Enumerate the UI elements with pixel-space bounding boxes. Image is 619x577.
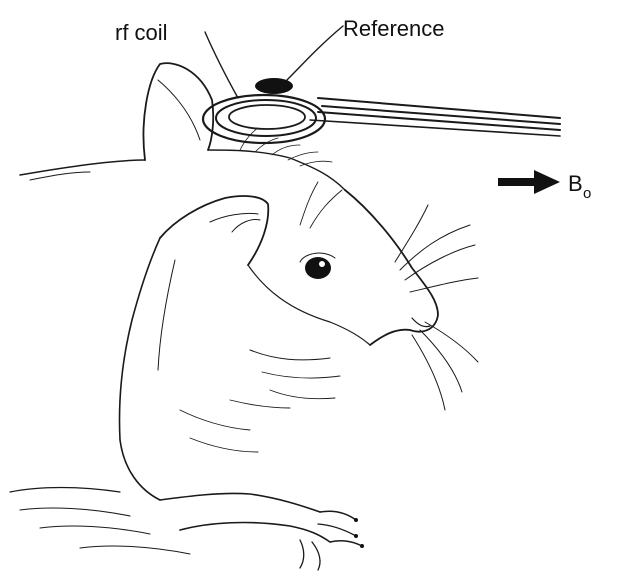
rat-front-leg — [160, 493, 320, 512]
rf-coil — [203, 95, 560, 143]
rat-back-ear — [143, 63, 213, 160]
rat-whiskers — [300, 182, 478, 410]
reference-marker — [255, 78, 293, 94]
reference-label: Reference — [343, 16, 445, 41]
rf-coil-leader-line — [205, 32, 238, 98]
reference-leader-line — [285, 26, 343, 82]
rf-coil-label: rf coil — [115, 20, 168, 45]
rat-eye — [305, 257, 331, 279]
rat-body-outline — [120, 238, 161, 500]
rat-illustration — [10, 63, 478, 570]
arrow-right-icon — [498, 170, 560, 194]
rat-front-ear — [160, 196, 268, 265]
b0-field-indicator: B o — [498, 170, 591, 202]
b0-field-label: B — [568, 171, 583, 196]
rat-front-paw — [300, 511, 364, 570]
b0-field-subscript: o — [583, 185, 591, 202]
